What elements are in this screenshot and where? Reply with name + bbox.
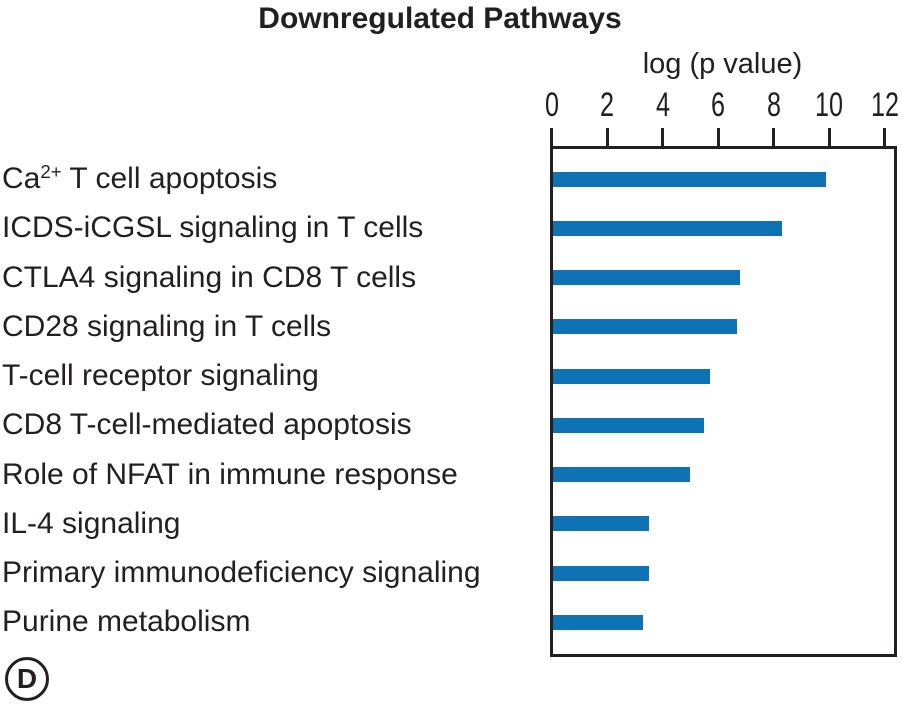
- x-tick-label: 2: [599, 86, 615, 124]
- category-label-text: CTLA4 signaling in CD8 T cells: [2, 260, 417, 294]
- category-label-text: IL-4 signaling: [2, 506, 181, 540]
- bar: [553, 319, 737, 335]
- category-label-text: T-cell receptor signaling: [2, 359, 319, 392]
- category-label: CD8 T-cell-mediated apoptosis: [2, 406, 547, 444]
- bar: [553, 516, 649, 532]
- x-tick-mark: [661, 128, 664, 146]
- x-tick-label: 12: [870, 86, 899, 124]
- chart-title: Downregulated Pathways: [258, 2, 622, 35]
- x-tick-mark: [772, 128, 775, 146]
- x-tick-mark: [716, 128, 720, 146]
- category-label-text: T cell apoptosis: [61, 162, 278, 195]
- category-label-text: ICDS-iCGSL signaling in T cells: [2, 211, 424, 245]
- category-label: Primary immunodeficiency signaling: [2, 554, 547, 592]
- bar: [553, 220, 782, 236]
- x-tick-mark: [827, 128, 831, 146]
- category-label-superscript: 2+: [40, 160, 62, 182]
- category-label: Ca2+ T cell apoptosis: [2, 160, 547, 198]
- category-label: T-cell receptor signaling: [2, 357, 547, 395]
- category-label-text: CD8 T-cell-mediated apoptosis: [2, 408, 412, 442]
- panel-label-badge: D: [5, 657, 49, 701]
- bar: [553, 270, 740, 285]
- bar: [553, 417, 704, 433]
- bar: [553, 565, 649, 581]
- x-tick-label: 6: [710, 86, 726, 124]
- category-label-text: Ca: [2, 162, 41, 195]
- category-label-text: Primary immunodeficiency signaling: [2, 556, 481, 589]
- x-tick-label: 8: [766, 86, 781, 124]
- category-label: Purine metabolism: [2, 603, 547, 641]
- x-tick-mark: [550, 128, 553, 146]
- x-tick-mark: [883, 128, 886, 146]
- x-axis-title: log (p value): [642, 48, 803, 80]
- x-tick-label: 10: [815, 86, 843, 124]
- panel-label: D: [16, 663, 38, 694]
- bar: [553, 171, 826, 187]
- category-label: CD28 signaling in T cells: [2, 308, 547, 346]
- bar: [553, 467, 690, 482]
- category-label-text: CD28 signaling in T cells: [2, 309, 332, 343]
- bar: [553, 368, 710, 384]
- bar: [553, 614, 643, 630]
- x-tick-label: 0: [544, 86, 559, 124]
- category-label: Role of NFAT in immune response: [2, 456, 547, 494]
- x-tick-mark: [605, 128, 609, 146]
- category-label-text: Role of NFAT in immune response: [2, 457, 458, 491]
- category-label: IL-4 signaling: [2, 505, 547, 543]
- category-label: ICDS-iCGSL signaling in T cells: [2, 209, 547, 247]
- x-tick-label: 4: [655, 86, 670, 124]
- category-label: CTLA4 signaling in CD8 T cells: [2, 259, 547, 297]
- category-label-text: Purine metabolism: [2, 605, 251, 639]
